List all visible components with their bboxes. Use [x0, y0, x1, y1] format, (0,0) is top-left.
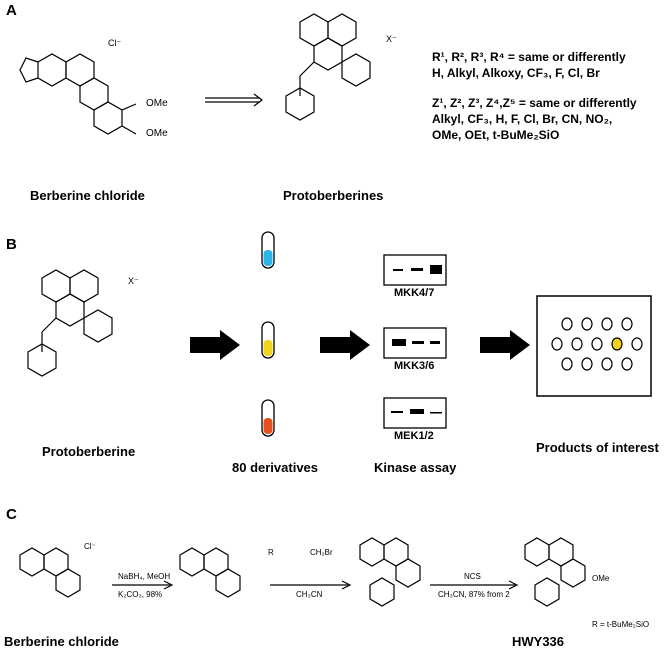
- step3-bottom: CH₃CN, 87% from 2: [438, 590, 510, 599]
- step1-bottom: K₂CO₃, 98%: [118, 590, 163, 599]
- protoberberine-structure-b: [27, 269, 113, 377]
- tube-2: [261, 321, 275, 359]
- kinase-label-1: MKK4/7: [394, 287, 435, 299]
- kinase-box-1: [383, 254, 447, 286]
- kinase-label-2: MKK3/6: [394, 360, 435, 372]
- r-line-1: R¹, R², R³, R⁴ = same or differently: [432, 50, 626, 64]
- derivatives-label: 80 derivatives: [232, 460, 319, 475]
- panel-b-letter: B: [6, 236, 17, 253]
- panel-c-letter: C: [6, 506, 17, 523]
- berberine-label-c: Berberine chloride: [4, 634, 119, 649]
- arrow-b-1: [190, 330, 240, 360]
- step2-reagent: CH₂Br: [310, 548, 333, 557]
- protoberberines-label: Protoberberines: [283, 188, 384, 203]
- band-row-1: [393, 265, 442, 274]
- plate-wells: [551, 317, 643, 371]
- band-row-2: [392, 339, 440, 346]
- intermediate-structure-c: [179, 547, 241, 598]
- berberine-structure-c: [19, 547, 81, 598]
- ome-c: OMe: [592, 574, 610, 583]
- z-line-2: Alkyl, CF₃, H, F, Cl, Br, CN, NO₂,: [432, 112, 613, 126]
- berberine-label-a: Berberine chloride: [30, 188, 145, 203]
- hwy336-structure-c: [524, 537, 586, 607]
- arrow-b-2: [320, 330, 370, 360]
- products-label: Products of interest: [536, 440, 659, 455]
- reagent-r: R: [268, 548, 274, 557]
- z-line-1: Z¹, Z², Z³, Z⁴,Z⁵ = same or differently: [432, 96, 637, 110]
- kinase-assay-label: Kinase assay: [374, 460, 457, 475]
- r-line-2: H, Alkyl, Alkoxy, CF₃, F, Cl, Br: [432, 66, 600, 80]
- step2-bottom: CH₃CN: [296, 590, 323, 599]
- berberine-structure-a: [19, 53, 137, 135]
- protoberberine-label: Protoberberine: [42, 444, 136, 459]
- x-minus-b: X⁻: [128, 276, 139, 286]
- x-minus-a: X⁻: [386, 34, 397, 44]
- hwy336-label: HWY336: [512, 634, 565, 649]
- ome-a1: OMe: [146, 98, 168, 109]
- step1-top: NaBH₄, MeOH: [118, 572, 171, 581]
- r-note: R = t-BuMe₂SiO: [592, 620, 650, 629]
- tube-3: [261, 399, 275, 437]
- step3-top: NCS: [464, 572, 481, 581]
- chloride-c: Cl⁻: [84, 542, 96, 551]
- arrow-b-3: [480, 330, 530, 360]
- kinase-box-3: [383, 397, 447, 429]
- kinase-box-2: [383, 327, 447, 359]
- chloride-a: Cl⁻: [108, 38, 122, 48]
- kinase-label-3: MEK1/2: [394, 430, 434, 442]
- panel-a-letter: A: [6, 2, 17, 19]
- benzylated-structure-c: [359, 537, 421, 607]
- ome-a2: OMe: [146, 128, 168, 139]
- protoberberine-structure-a: [285, 13, 371, 121]
- tube-1: [261, 231, 275, 269]
- z-line-3: OMe, OEt, t-BuMe₂SiO: [432, 128, 560, 142]
- band-row-3: [391, 409, 442, 414]
